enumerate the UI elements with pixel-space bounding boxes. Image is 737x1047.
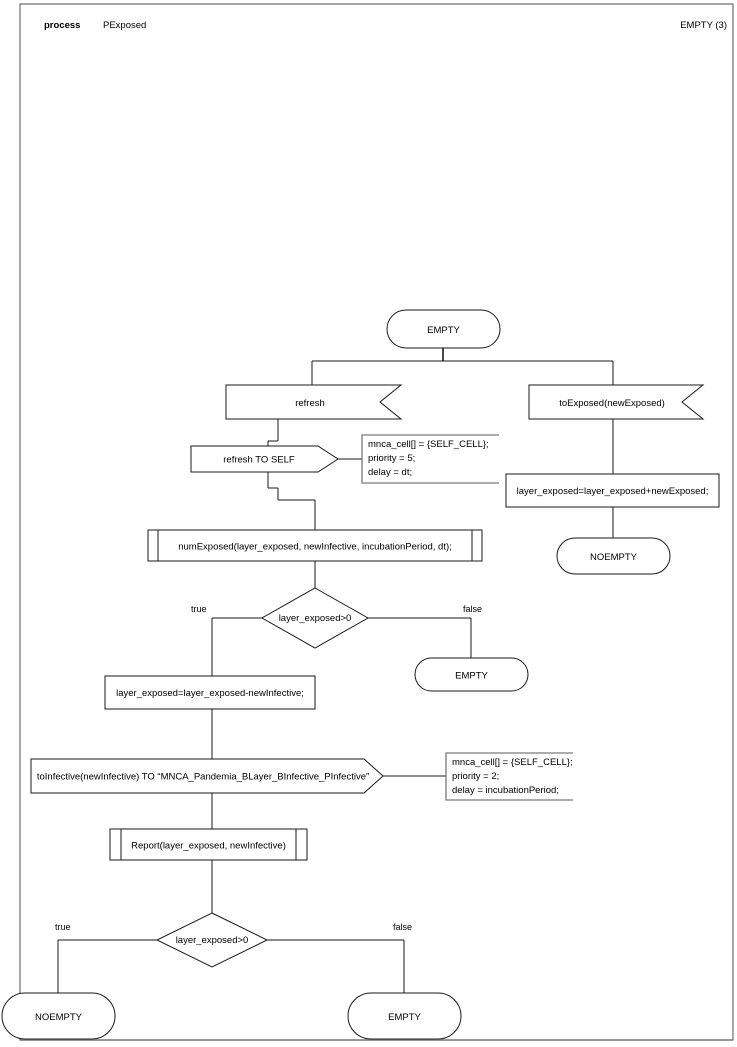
node-label: layer_exposed>0 — [279, 613, 352, 624]
note-line-2: priority = 2; — [452, 771, 499, 782]
node-report-call[interactable]: Report(layer_exposed, newInfective) — [109, 828, 308, 861]
node-label: layer_exposed>0 — [176, 935, 249, 946]
note-refresh-params: mnca_cell[] = {SELF_CELL}; priority = 5;… — [361, 434, 499, 484]
event-send-shape — [30, 758, 384, 794]
edge-label-true: true — [55, 922, 71, 932]
edge-label-false: false — [393, 922, 412, 932]
node-label: numExposed(layer_exposed, newInfective, … — [178, 542, 452, 553]
node-empty-bottom[interactable]: EMPTY — [347, 992, 462, 1040]
node-label: EMPTY — [388, 1012, 421, 1023]
node-assign-sub[interactable]: layer_exposed=layer_exposed-newInfective… — [104, 675, 316, 710]
process-shape — [104, 675, 316, 710]
node-assign-add[interactable]: layer_exposed=layer_exposed+newExposed; — [505, 473, 720, 508]
note-shape — [445, 752, 573, 801]
header-keyword: process — [44, 20, 80, 31]
node-label: refresh — [295, 398, 325, 409]
node-toinfective-event[interactable]: toInfective(newInfective) TO “MNCA_Pande… — [30, 758, 384, 794]
node-label: toInfective(newInfective) TO “MNCA_Pande… — [37, 772, 369, 783]
note-line-1: mnca_cell[] = {SELF_CELL}; — [452, 757, 573, 768]
header-process-name: PExposed — [103, 20, 146, 31]
page-frame — [19, 3, 734, 1041]
node-noempty-right[interactable]: NOEMPTY — [556, 537, 671, 575]
note-line-1: mnca_cell[] = {SELF_CELL}; — [368, 439, 489, 450]
header-result: EMPTY (3) — [680, 20, 727, 31]
note-shape — [361, 434, 499, 484]
node-label: NOEMPTY — [590, 552, 638, 563]
node-label: layer_exposed=layer_exposed-newInfective… — [116, 688, 304, 699]
note-line-3: delay = dt; — [368, 467, 412, 478]
terminator-shape — [414, 657, 529, 692]
node-toexposed-event[interactable]: toExposed(newExposed) — [528, 384, 705, 420]
event-send-shape — [190, 445, 339, 473]
terminator-shape — [347, 992, 462, 1040]
edge-label-true: true — [191, 604, 207, 614]
event-receive-shape — [225, 384, 403, 420]
node-label: Report(layer_exposed, newInfective) — [131, 841, 286, 852]
terminator-shape — [556, 537, 671, 575]
node-noempty-bottom[interactable]: NOEMPTY — [1, 992, 116, 1040]
connector-layer — [57, 348, 614, 993]
node-numexposed-call[interactable]: numExposed(layer_exposed, newInfective, … — [147, 529, 483, 562]
decision-shape — [155, 912, 269, 968]
node-decision-1[interactable]: layer_exposed>0 true false — [191, 587, 482, 649]
note-line-2: priority = 5; — [368, 453, 415, 464]
node-empty-false-1[interactable]: EMPTY — [414, 657, 529, 692]
node-label: NOEMPTY — [35, 1012, 83, 1023]
note-infective-params: mnca_cell[] = {SELF_CELL}; priority = 2;… — [445, 752, 573, 801]
terminator-shape — [1, 992, 116, 1040]
node-start-empty[interactable]: EMPTY — [386, 309, 501, 349]
subroutine-shape — [109, 828, 308, 861]
node-label: EMPTY — [427, 325, 460, 336]
event-receive-shape — [528, 384, 705, 420]
note-line-3: delay = incubationPeriod; — [452, 785, 559, 796]
node-refresh-event[interactable]: refresh — [225, 384, 403, 420]
terminator-shape — [386, 309, 501, 349]
edge-label-false: false — [463, 604, 482, 614]
node-label: refresh TO SELF — [223, 455, 295, 466]
node-label: EMPTY — [455, 671, 488, 682]
node-label: layer_exposed=layer_exposed+newExposed; — [517, 486, 709, 497]
subroutine-shape — [147, 529, 483, 562]
process-shape — [505, 473, 720, 508]
node-label: toExposed(newExposed) — [559, 398, 665, 409]
node-decision-2[interactable]: layer_exposed>0 true false — [55, 912, 412, 968]
node-refresh-to-self[interactable]: refresh TO SELF — [190, 445, 339, 473]
decision-shape — [260, 587, 370, 649]
